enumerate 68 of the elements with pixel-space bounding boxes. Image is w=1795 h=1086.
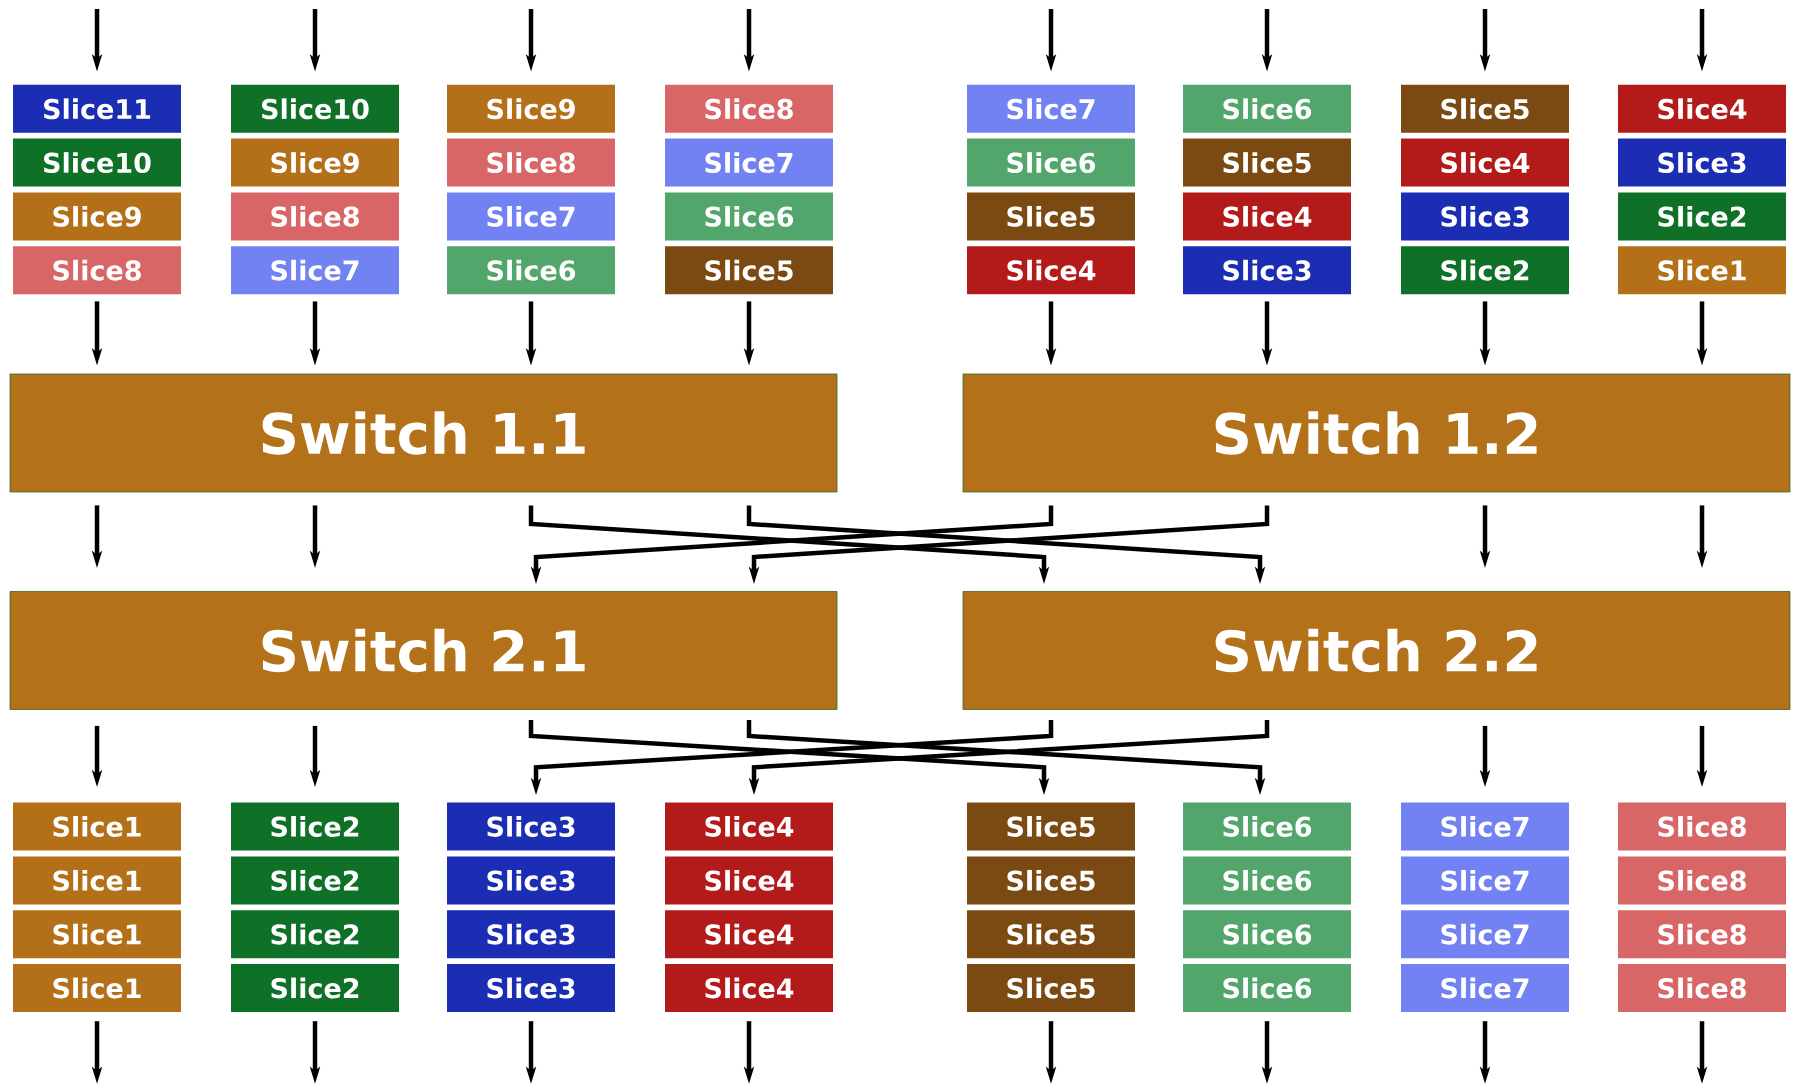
slice-box: Slice4 xyxy=(1183,192,1351,241)
slice-box: Slice4 xyxy=(665,964,833,1012)
slice-box: Slice8 xyxy=(1618,964,1786,1012)
slice-box: Slice9 xyxy=(13,192,181,241)
slice-box: Slice2 xyxy=(231,802,399,851)
slice-box: Slice11 xyxy=(13,84,181,133)
slice-box: Slice7 xyxy=(1401,856,1569,905)
slice-box: Slice2 xyxy=(231,856,399,905)
slice-box: Slice6 xyxy=(1183,964,1351,1012)
slice-box: Slice2 xyxy=(1618,192,1786,241)
slice-box: Slice3 xyxy=(447,964,615,1012)
slice-box: Slice7 xyxy=(1401,802,1569,851)
slice-box: Slice8 xyxy=(665,84,833,133)
slice-box: Slice9 xyxy=(231,138,399,187)
slice-box: Slice8 xyxy=(1618,802,1786,851)
slice-box: Slice5 xyxy=(967,192,1135,241)
slice-box: Slice10 xyxy=(13,138,181,187)
slice-box: Slice1 xyxy=(13,856,181,905)
slice-box: Slice10 xyxy=(231,84,399,133)
slice-box: Slice8 xyxy=(231,192,399,241)
slice-box: Slice2 xyxy=(231,964,399,1012)
slice-box: Slice8 xyxy=(1618,910,1786,959)
switch-box: Switch 1.1 xyxy=(9,373,838,493)
slice-box: Slice5 xyxy=(967,802,1135,851)
slice-box: Slice2 xyxy=(231,910,399,959)
slice-box: Slice5 xyxy=(967,856,1135,905)
slice-box: Slice1 xyxy=(13,910,181,959)
slice-box: Slice4 xyxy=(665,856,833,905)
slice-box: Slice3 xyxy=(1183,246,1351,295)
slice-box: Slice7 xyxy=(967,84,1135,133)
slice-box: Slice1 xyxy=(13,802,181,851)
slice-box: Slice8 xyxy=(13,246,181,295)
slice-box: Slice4 xyxy=(1401,138,1569,187)
slice-box: Slice7 xyxy=(447,192,615,241)
slice-box: Slice9 xyxy=(447,84,615,133)
slice-box: Slice3 xyxy=(447,856,615,905)
slice-box: Slice6 xyxy=(967,138,1135,187)
slice-box: Slice5 xyxy=(967,910,1135,959)
slice-box: Slice5 xyxy=(665,246,833,295)
slice-box: Slice7 xyxy=(665,138,833,187)
slice-box: Slice5 xyxy=(1401,84,1569,133)
slice-box: Slice4 xyxy=(967,246,1135,295)
slice-box: Slice3 xyxy=(447,802,615,851)
slice-box: Slice7 xyxy=(231,246,399,295)
slice-box: Slice2 xyxy=(1401,246,1569,295)
slice-box: Slice6 xyxy=(1183,802,1351,851)
switch-box: Switch 1.2 xyxy=(962,373,1791,493)
slice-box: Slice5 xyxy=(967,964,1135,1012)
slice-box: Slice4 xyxy=(665,910,833,959)
slice-box: Slice6 xyxy=(1183,856,1351,905)
slice-box: Slice3 xyxy=(447,910,615,959)
slice-box: Slice1 xyxy=(1618,246,1786,295)
slice-box: Slice6 xyxy=(1183,84,1351,133)
slice-box: Slice8 xyxy=(447,138,615,187)
slice-box: Slice6 xyxy=(1183,910,1351,959)
switch-box: Switch 2.2 xyxy=(962,591,1791,710)
slice-box: Slice3 xyxy=(1401,192,1569,241)
slice-box: Slice3 xyxy=(1618,138,1786,187)
slice-box: Slice8 xyxy=(1618,856,1786,905)
slice-box: Slice1 xyxy=(13,964,181,1012)
slice-box: Slice6 xyxy=(447,246,615,295)
switch-box: Switch 2.1 xyxy=(9,591,838,710)
slice-box: Slice7 xyxy=(1401,910,1569,959)
slice-box: Slice5 xyxy=(1183,138,1351,187)
slice-box: Slice4 xyxy=(1618,84,1786,133)
slice-box: Slice7 xyxy=(1401,964,1569,1012)
slice-box: Slice6 xyxy=(665,192,833,241)
slice-box: Slice4 xyxy=(665,802,833,851)
